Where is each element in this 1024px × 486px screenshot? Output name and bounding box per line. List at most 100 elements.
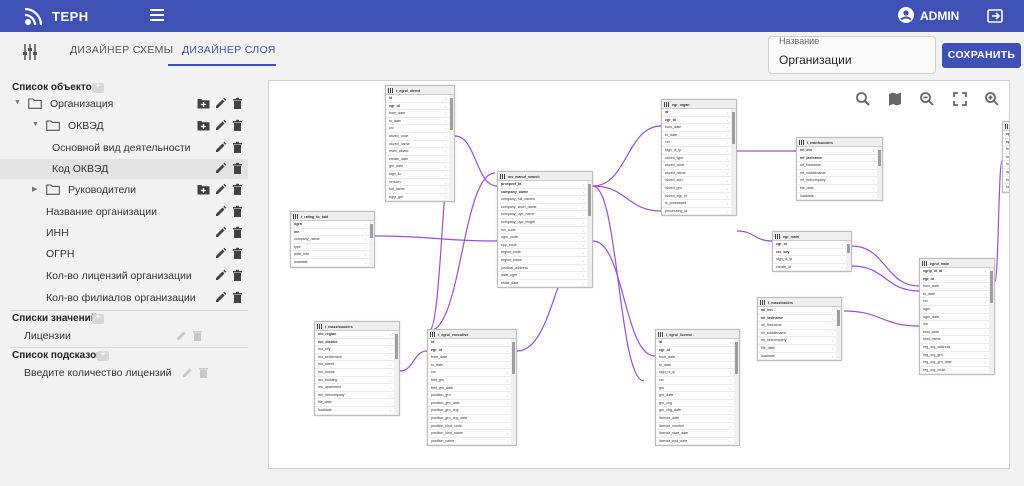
drag-handle-icon[interactable]: [500, 174, 505, 179]
relation-link[interactable]: [592, 185, 662, 212]
table-field[interactable]: egr_id: [386, 103, 454, 111]
drag-handle-icon[interactable]: [1005, 124, 1009, 129]
table-scrollbar[interactable]: [836, 307, 841, 361]
add-folder-icon[interactable]: [197, 97, 210, 110]
table-field[interactable]: loaddate: [758, 353, 841, 361]
table-field[interactable]: okved_name: [662, 170, 736, 178]
add-object-icon[interactable]: [92, 81, 104, 93]
table-field[interactable]: kind_name: [920, 336, 994, 344]
table-field[interactable]: to_date: [428, 362, 516, 370]
schema-table[interactable]: t_massfoundersmo_regionmo_districtmo_cit…: [314, 321, 400, 416]
table-field[interactable]: ml_netcompany: [758, 337, 841, 345]
table-header[interactable]: egr_organ: [662, 100, 736, 109]
edit-icon[interactable]: [214, 291, 227, 304]
schema-table[interactable]: egr_organidegr_idfrom_dateto_datecrcsign…: [661, 99, 737, 217]
delete-icon[interactable]: [231, 119, 244, 132]
edit-icon[interactable]: [181, 366, 194, 379]
table-field[interactable]: to_date: [386, 118, 454, 126]
search-icon[interactable]: [855, 91, 871, 107]
table-field[interactable]: company_name: [291, 236, 374, 244]
chevron-right-icon[interactable]: ▶: [32, 186, 38, 193]
table-field[interactable]: sign_ul_ip: [662, 147, 736, 155]
table-field[interactable]: position_grn: [428, 392, 516, 400]
schema-table[interactable]: t_manfoundersmf_innmf_lastnamemf_firstna…: [796, 137, 883, 202]
table-field[interactable]: reg_org_grn_date: [920, 359, 994, 367]
delete-icon[interactable]: [231, 291, 244, 304]
table-header[interactable]: t_egrul_executive: [428, 330, 516, 339]
table-header[interactable]: ms_manuf_search: [498, 172, 592, 181]
edit-icon[interactable]: [214, 97, 227, 110]
table-field[interactable]: loaddate: [797, 193, 882, 201]
table-field[interactable]: grn_chg: [656, 400, 739, 408]
table-field[interactable]: crc: [386, 125, 454, 133]
drag-handle-icon[interactable]: [775, 234, 780, 239]
table-field[interactable]: ml_middlename: [758, 330, 841, 338]
table-field[interactable]: reg_org_code: [920, 367, 994, 375]
table-field[interactable]: inn: [1003, 161, 1009, 169]
user-name[interactable]: ADMIN: [920, 9, 960, 23]
table-field[interactable]: from_date: [656, 354, 739, 362]
table-field[interactable]: version: [386, 179, 454, 187]
relation-link[interactable]: [454, 135, 498, 187]
tree-item[interactable]: Код ОКВЭД: [0, 159, 248, 179]
table-scrollbar[interactable]: [846, 241, 851, 272]
table-field[interactable]: grn_chg_date: [656, 407, 739, 415]
table-field[interactable]: egr_id: [773, 241, 851, 249]
table-field[interactable]: company_short_name: [498, 204, 592, 212]
table-field[interactable]: mf_inn: [797, 147, 882, 155]
schema-table[interactable]: t_massleadersml_innml_lastnameml_firstna…: [757, 297, 842, 362]
account-icon[interactable]: [898, 7, 914, 23]
table-field[interactable]: from_date: [1003, 146, 1009, 154]
table-field[interactable]: egrip_ul_id: [920, 268, 994, 276]
relation-link[interactable]: [592, 185, 645, 382]
add-folder-icon[interactable]: [197, 183, 210, 196]
table-field[interactable]: egrp_grn: [386, 194, 454, 202]
menu-icon[interactable]: [150, 9, 164, 21]
table-field[interactable]: ogrn: [920, 306, 994, 314]
table-field[interactable]: kind_code: [920, 329, 994, 337]
delete-icon[interactable]: [231, 162, 244, 175]
table-field[interactable]: ml_lastname: [758, 315, 841, 323]
table-field[interactable]: reg_org_address: [920, 344, 994, 352]
table-field[interactable]: mo_house: [315, 369, 399, 377]
schema-table[interactable]: ms_manuf_searchprospect_idcompany_nameco…: [497, 171, 593, 289]
table-field[interactable]: position_name: [428, 438, 516, 446]
zoom-in-icon[interactable]: [984, 91, 1000, 107]
delete-icon[interactable]: [231, 247, 244, 260]
table-field[interactable]: date_ogrn: [498, 272, 592, 280]
table-field[interactable]: file_date: [758, 345, 841, 353]
table-field[interactable]: mo_apartment: [315, 384, 399, 392]
tree-item[interactable]: Название организации: [0, 202, 248, 222]
drag-handle-icon[interactable]: [664, 102, 669, 107]
tab-schema-designer[interactable]: ДИЗАЙНЕР СХЕМЫ: [70, 44, 174, 56]
table-field[interactable]: ogrn_code: [498, 234, 592, 242]
table-field[interactable]: inn: [920, 321, 994, 329]
table-scrollbar[interactable]: [734, 339, 739, 446]
table-field[interactable]: position_kind_code: [428, 423, 516, 431]
edit-icon[interactable]: [214, 247, 227, 260]
table-field[interactable]: crc: [920, 298, 994, 306]
table-field[interactable]: mf_middlename: [797, 170, 882, 178]
schema-table[interactable]: t_egrul_executiveidegr_idfrom_dateto_dat…: [427, 329, 517, 447]
schema-table[interactable]: t_egrul_okvedidegr_idfrom_dateto_datecrc…: [385, 85, 455, 203]
edit-icon[interactable]: [214, 226, 227, 239]
table-field[interactable]: egr_id: [656, 347, 739, 355]
table-field[interactable]: id: [656, 339, 739, 347]
tree-item[interactable]: ▶Руководители: [0, 180, 248, 200]
table-header[interactable]: t_manfounders: [797, 138, 882, 147]
table-field[interactable]: sign_lic: [386, 171, 454, 179]
table-field[interactable]: inn: [291, 229, 374, 237]
tree-item[interactable]: ▼Организация: [0, 94, 248, 114]
table-field[interactable]: okved_sort: [662, 177, 736, 185]
table-field[interactable]: first_grn: [428, 377, 516, 385]
table-header[interactable]: egr_main: [773, 232, 851, 241]
table-field[interactable]: id: [386, 95, 454, 103]
table-field[interactable]: mf_lastname: [797, 155, 882, 163]
relation-link[interactable]: [592, 125, 662, 187]
table-header[interactable]: t_massleaders: [758, 298, 841, 307]
table-field[interactable]: ogrnip: [1003, 169, 1009, 177]
edit-icon[interactable]: [214, 119, 227, 132]
table-field[interactable]: ogrn: [291, 221, 374, 229]
map-icon[interactable]: [887, 91, 903, 107]
table-field[interactable]: full_name: [386, 186, 454, 194]
